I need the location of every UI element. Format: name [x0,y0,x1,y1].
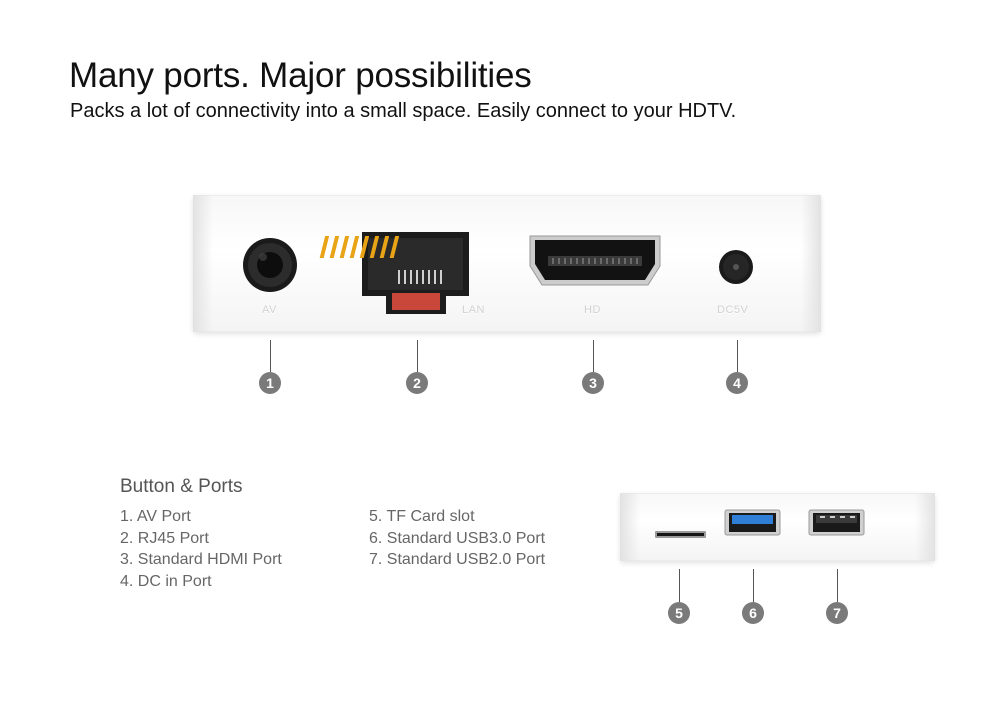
callout-badge-1: 1 [259,372,281,394]
list-item: 3. Standard HDMI Port [120,551,282,568]
callout-badge-5: 5 [668,602,690,624]
lan-port-icon [319,232,469,314]
page-subtitle: Packs a lot of connectivity into a small… [70,100,737,122]
callout-line-7 [837,569,838,602]
callout-badge-7: 7 [826,602,848,624]
usb2-port-icon [808,509,865,536]
ports-list-title: Button & Ports [120,476,243,497]
callout-badge-6: 6 [742,602,764,624]
callout-line-4 [737,340,738,372]
ports-list-column-2: 5. TF Card slot 6. Standard USB3.0 Port … [369,506,545,571]
page-title: Many ports. Major possibilities [69,56,532,95]
port-label-dc5v: DC5V [717,304,749,316]
callout-badge-3: 3 [582,372,604,394]
callout-badge-2: 2 [406,372,428,394]
callout-badge-4: 4 [726,372,748,394]
list-item: 2. RJ45 Port [120,529,209,547]
usb3-port-icon [724,509,781,536]
callout-line-3 [593,340,594,372]
device-rear-panel [193,195,821,332]
hdmi-port-icon [529,235,661,286]
list-item: 1. AV Port [120,508,191,525]
list-item: 5. TF Card slot [369,508,475,525]
callout-line-1 [270,340,271,372]
callout-line-2 [417,340,418,372]
tf-card-slot-icon [655,531,706,538]
list-item: 4. DC in Port [120,572,212,590]
port-label-av: AV [262,304,277,316]
port-label-hd: HD [584,304,601,316]
dc-port-icon [719,250,753,284]
av-port-icon [243,238,297,292]
port-label-lan: LAN [462,304,485,316]
list-item: 6. Standard USB3.0 Port [369,529,546,547]
list-item: 7. Standard USB2.0 Port [369,551,546,568]
callout-line-6 [753,569,754,602]
ports-list-column-1: 1. AV Port 2. RJ45 Port 3. Standard HDMI… [120,506,282,592]
callout-line-5 [679,569,680,602]
